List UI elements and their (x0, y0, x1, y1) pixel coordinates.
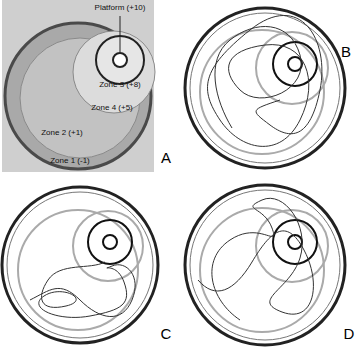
zone-label: Zone 4 (+5) (91, 103, 133, 112)
zone-label: Zone 2 (+1) (41, 128, 83, 137)
pool-d (185, 185, 345, 345)
panel-letter: A (161, 150, 171, 166)
leader-line (120, 16, 121, 52)
pool-b (185, 8, 345, 168)
platform-label: Platform (+10) (95, 3, 146, 12)
zone-4-circle (73, 31, 155, 113)
panel-letter: B (341, 44, 351, 60)
zone-label: Zone 3 (+8) (99, 80, 141, 89)
panel-letter: D (344, 326, 355, 342)
panel-letter: C (161, 326, 172, 342)
platform (113, 53, 127, 67)
zone-label: Zone 1 (-1) (50, 156, 90, 165)
photo-ground (2, 0, 154, 172)
pool-c (2, 187, 158, 343)
